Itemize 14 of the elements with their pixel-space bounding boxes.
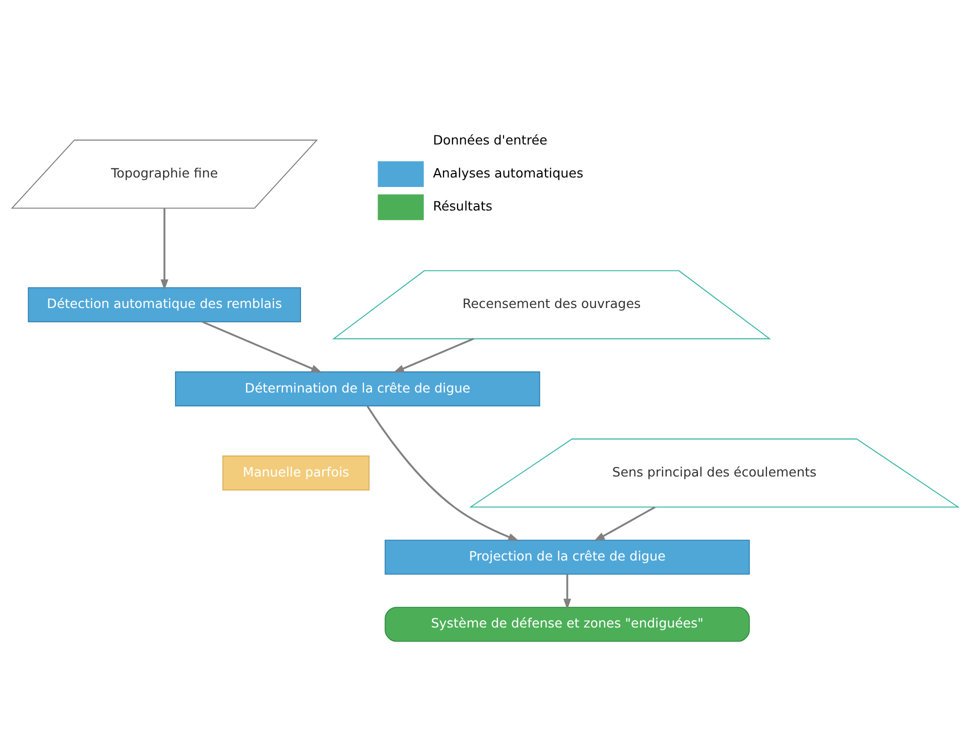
node-box: Détection automatique des remblais	[28, 286, 302, 322]
arrow	[202, 320, 322, 372]
node-box: Manuelle parfois	[222, 455, 370, 490]
arrow	[563, 574, 572, 610]
node-box: Système de défense et zones "endiguées"	[384, 606, 750, 642]
arrow	[594, 506, 656, 541]
legend-label: Analyses automatiques	[432, 166, 584, 182]
legend-label: Résultats	[432, 199, 492, 214]
legend-label: Données d'entrée	[432, 132, 548, 148]
node-box: Projection de la crête de digue	[384, 539, 750, 574]
arrow	[160, 208, 168, 290]
arrow	[366, 405, 520, 541]
node-box: Détermination de la crête de digue	[175, 370, 540, 406]
arrow	[393, 337, 474, 372]
